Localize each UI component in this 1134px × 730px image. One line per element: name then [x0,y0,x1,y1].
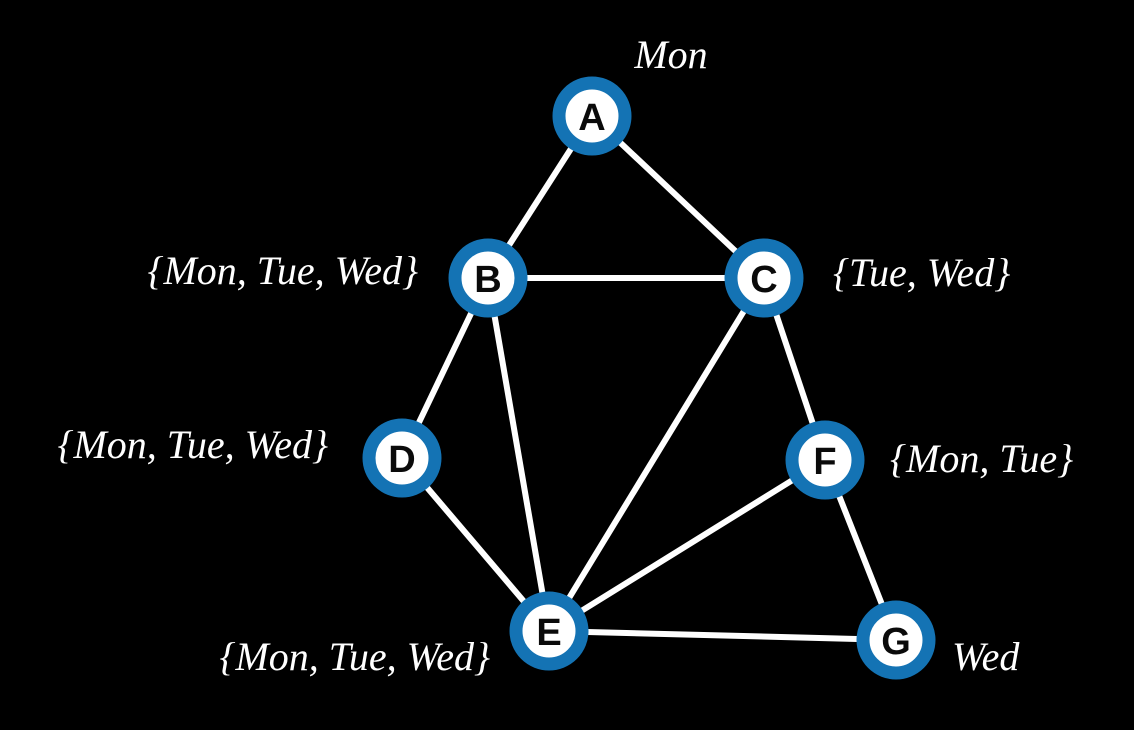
domain-label-G: Wed [952,634,1020,679]
node-circle-G [856,600,936,680]
domain-label-C: {Tue, Wed} [833,250,1010,295]
node-letter-A: A [578,97,605,139]
node-D: D [362,418,442,498]
node-circle-C [724,238,804,318]
domain-label-F: {Mon, Tue} [890,436,1073,481]
node-G: G [856,600,936,680]
edge-B-E [485,275,552,634]
edge-E-F [546,457,828,634]
node-circle-A [552,76,632,156]
node-letter-C: C [750,259,777,301]
nodes-layer: A B C D E F G [362,76,936,680]
edge-E-G [546,628,899,643]
labels-layer: Mon {Mon, Tue, Wed} {Tue, Wed} {Mon, Tue, W… [57,32,1073,679]
node-A: A [552,76,632,156]
node-B: B [448,238,528,318]
node-circle-F [785,420,865,500]
node-C: C [724,238,804,318]
node-circle-E [509,591,589,671]
node-letter-D: D [388,439,415,481]
domain-label-E: {Mon, Tue, Wed} [219,634,490,679]
domain-label-B: {Mon, Tue, Wed} [147,248,418,293]
domain-label-A: Mon [633,32,707,77]
node-letter-G: G [881,621,911,663]
node-F: F [785,420,865,500]
node-letter-B: B [474,259,501,301]
node-letter-E: E [536,612,561,654]
node-circle-B [448,238,528,318]
node-E: E [509,591,589,671]
domain-label-D: {Mon, Tue, Wed} [57,422,328,467]
edge-C-E [546,275,767,634]
edges-layer [399,113,899,643]
node-letter-F: F [813,441,836,483]
node-circle-D [362,418,442,498]
